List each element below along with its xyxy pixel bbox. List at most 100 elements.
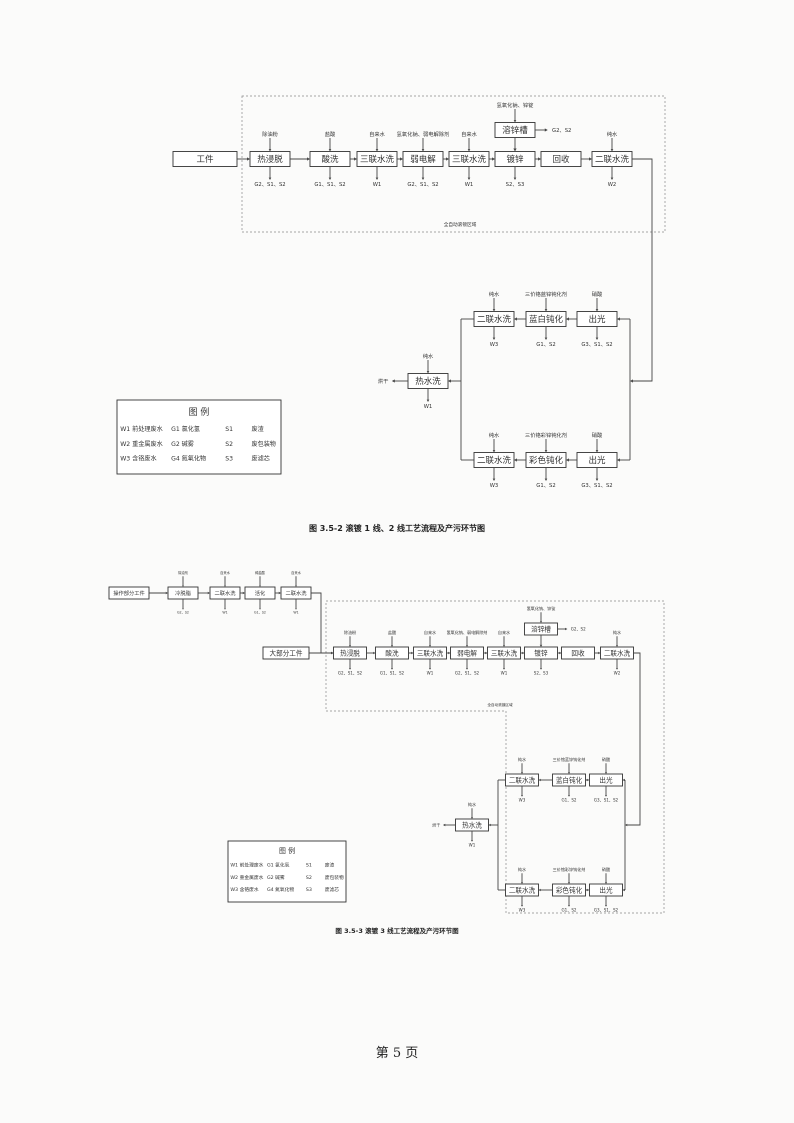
d2-main-step-2-label: 酸洗 xyxy=(385,648,399,657)
d2-main-flow-arrow xyxy=(598,651,601,655)
d1-upper_branch-flow-arrow xyxy=(514,317,517,321)
d1-lower_branch-step-1-output-arrow xyxy=(492,478,496,481)
d1-lower_branch-step-3-output: G3、S1、S2 xyxy=(581,483,612,489)
d1-main-step-5-input-arrow xyxy=(467,149,471,152)
d1-legend-title: 图 例 xyxy=(189,406,210,418)
d1-upper_branch-step-1-label: 二联水洗 xyxy=(477,314,512,325)
d2-main-flow-arrow xyxy=(373,651,376,655)
d1-legend-row-3-b: G4 氮氧化物 xyxy=(171,455,206,463)
d2-main-step-7-label: 回收 xyxy=(571,648,585,657)
d2-lower_branch-step-2-output-arrow xyxy=(567,904,571,907)
d2-upper_branch-flow-arrow xyxy=(622,778,625,782)
d2-main-step-6-output-arrow xyxy=(539,667,543,670)
d2-lower_branch-step-1-input-arrow xyxy=(520,882,524,884)
d1-main-step-1-label: 热浸脱 xyxy=(257,154,283,165)
d2-lower_branch-step-3-label: 出光 xyxy=(599,885,613,894)
d2-main-step-1-output: G2、S1、S2 xyxy=(338,671,363,676)
d1-zinc-tank-input: 氢氧化钠、锌锭 xyxy=(497,101,535,109)
d1-upper_branch-step-2-output-arrow xyxy=(544,337,548,340)
d2-lower_branch-step-2-input: 三价铬彩锌钝化剂 xyxy=(553,866,586,872)
d1-upper_branch-step-2-label: 蓝白钝化 xyxy=(529,314,564,325)
d1-main-step-7-label: 回收 xyxy=(552,154,570,165)
d1-legend-box xyxy=(116,399,282,475)
d2-upper_branch-step-3-output-arrow xyxy=(604,794,608,797)
d1-main-step-6-label: 镀锌 xyxy=(506,154,524,165)
d2-pre-flow-arrow xyxy=(278,591,281,595)
d1-main-flow-arrow xyxy=(354,157,357,161)
d2-pre-step-1-output-arrow xyxy=(182,608,184,610)
d2-legend-row-2-a: W2 重金属废水 xyxy=(230,874,263,881)
d1-lower_branch-step-1-input-arrow xyxy=(492,450,496,453)
d1-legend-row-3-d: 废滤芯 xyxy=(251,455,269,463)
d2-main-flow-arrow xyxy=(522,651,525,655)
d1-main-step-8-input-arrow xyxy=(610,149,614,152)
d1-upper_branch-step-3-input: 硝酸 xyxy=(592,290,603,298)
d2-upper_branch-step-1-output-arrow xyxy=(520,794,524,797)
d2-main-step-4-input: 氢氧化钠、弱电解除剂 xyxy=(447,629,488,635)
d1-hot-wash-input-arrow xyxy=(426,371,430,374)
d1-merge-to-hotwash-arrow xyxy=(448,379,451,383)
d1-upper_branch-step-1-output-arrow xyxy=(492,337,496,340)
d1-upper_branch-step-2-input: 三价铬蓝锌钝化剂 xyxy=(525,290,567,298)
d1-zinc-tank-input-arrow xyxy=(513,120,517,123)
d1-legend-row-3-c: S3 xyxy=(225,456,233,463)
d2-pre-step-3-output: G1、S2 xyxy=(254,611,266,615)
d1-exit-label: 烘干 xyxy=(378,377,389,385)
d1-main-to-passivation-line xyxy=(632,158,653,382)
d2-main-step-6-label: 镀锌 xyxy=(534,648,548,657)
d1-lower_branch-step-3-label: 出光 xyxy=(588,455,606,466)
d1-legend-row-3-a: W3 含铬废水 xyxy=(120,455,156,463)
d2-main-step-3-output: W1 xyxy=(427,671,434,676)
d2-main-step-4-label: 弱电解 xyxy=(457,648,477,657)
d2-pre-step-3-input: 稀盐酸 xyxy=(255,570,266,575)
d1-legend-row-2-c: S2 xyxy=(225,441,233,448)
d2-pre-step-1-input-arrow xyxy=(182,585,184,587)
d1-main-step-3-output-arrow xyxy=(375,177,379,180)
d1-main-flow-arrow xyxy=(589,157,592,161)
d2-legend-row-3-d: 废滤芯 xyxy=(325,886,340,893)
d2-pre-step-3-label: 活化 xyxy=(255,589,266,597)
d1-upper_branch-step-2-input-arrow xyxy=(544,309,548,312)
d2-pre-step-1-input: 除油剂 xyxy=(178,570,188,575)
d2-zinc-tank-arrow xyxy=(539,644,543,647)
d1-lower_branch-step-3-input-arrow xyxy=(595,450,599,453)
d1-main-step-5-output: W1 xyxy=(465,182,474,188)
d2-main-flow-arrow xyxy=(485,651,488,655)
d2-upper_branch-step-1-input-arrow xyxy=(520,772,524,774)
d1-lower_branch-step-1-input: 纯水 xyxy=(489,431,500,439)
d2-main-step-4-output-arrow xyxy=(465,667,469,670)
d1-main-flow-arrow xyxy=(247,157,250,161)
d1-main-step-3-output: W1 xyxy=(373,182,382,188)
d2-auto-region-outline xyxy=(325,600,665,914)
d2-legend-row-2-c: S2 xyxy=(306,875,312,881)
d1-upper_branch-step-2-output: G1、S2 xyxy=(536,342,555,348)
d1-lower_branch-step-3-input: 硝酸 xyxy=(592,431,603,439)
d1-legend-row-2-a: W2 重金属废水 xyxy=(120,440,162,448)
d2-main-step-1-label: 热浸脱 xyxy=(340,648,360,657)
d1-main-step-5-input: 自来水 xyxy=(461,130,478,138)
d2-zinc-tank-input: 氢氧化钠、锌锭 xyxy=(527,605,556,611)
d2-main-step-3-input-arrow xyxy=(428,645,432,647)
d1-legend-row-1-c: S1 xyxy=(225,426,233,433)
d2-legend-row-3-b: G4 氮氧化物 xyxy=(267,886,294,893)
d1-zinc-tank-label: 溶锌槽 xyxy=(502,125,528,136)
d2-legend-row-3-a: W3 含铬废水 xyxy=(230,886,258,893)
d2-upper_branch-step-2-output-arrow xyxy=(567,794,571,797)
d1-upper_branch-flow-arrow xyxy=(566,317,569,321)
d2-main-step-8-input: 纯水 xyxy=(613,629,621,635)
d1-workpiece-label: 工件 xyxy=(196,154,214,165)
d2-legend-row-3-c: S3 xyxy=(306,887,312,893)
d2-upper_branch-flow-arrow xyxy=(585,778,588,782)
d2-pre-step-4-output: W1 xyxy=(293,611,298,615)
d2-main-flow-arrow xyxy=(331,651,334,655)
d2-pre-step-4-label: 二联水洗 xyxy=(285,589,307,597)
d1-main-step-8-output-arrow xyxy=(610,177,614,180)
d2-main-step-6-output: S2、S3 xyxy=(534,671,549,676)
d1-upper_branch-step-3-output: G3、S1、S2 xyxy=(581,342,612,348)
d2-pre-step-4-output-arrow xyxy=(295,608,297,610)
d1-main-step-3-label: 三联水洗 xyxy=(360,154,395,165)
d2-lower_branch-step-2-label: 彩色钝化 xyxy=(556,885,583,894)
d2-legend-row-1-d: 废渣 xyxy=(325,862,335,869)
d1-lower_branch-step-1-output: W3 xyxy=(490,483,499,489)
d2-lower_branch-step-1-output-arrow xyxy=(520,904,524,907)
